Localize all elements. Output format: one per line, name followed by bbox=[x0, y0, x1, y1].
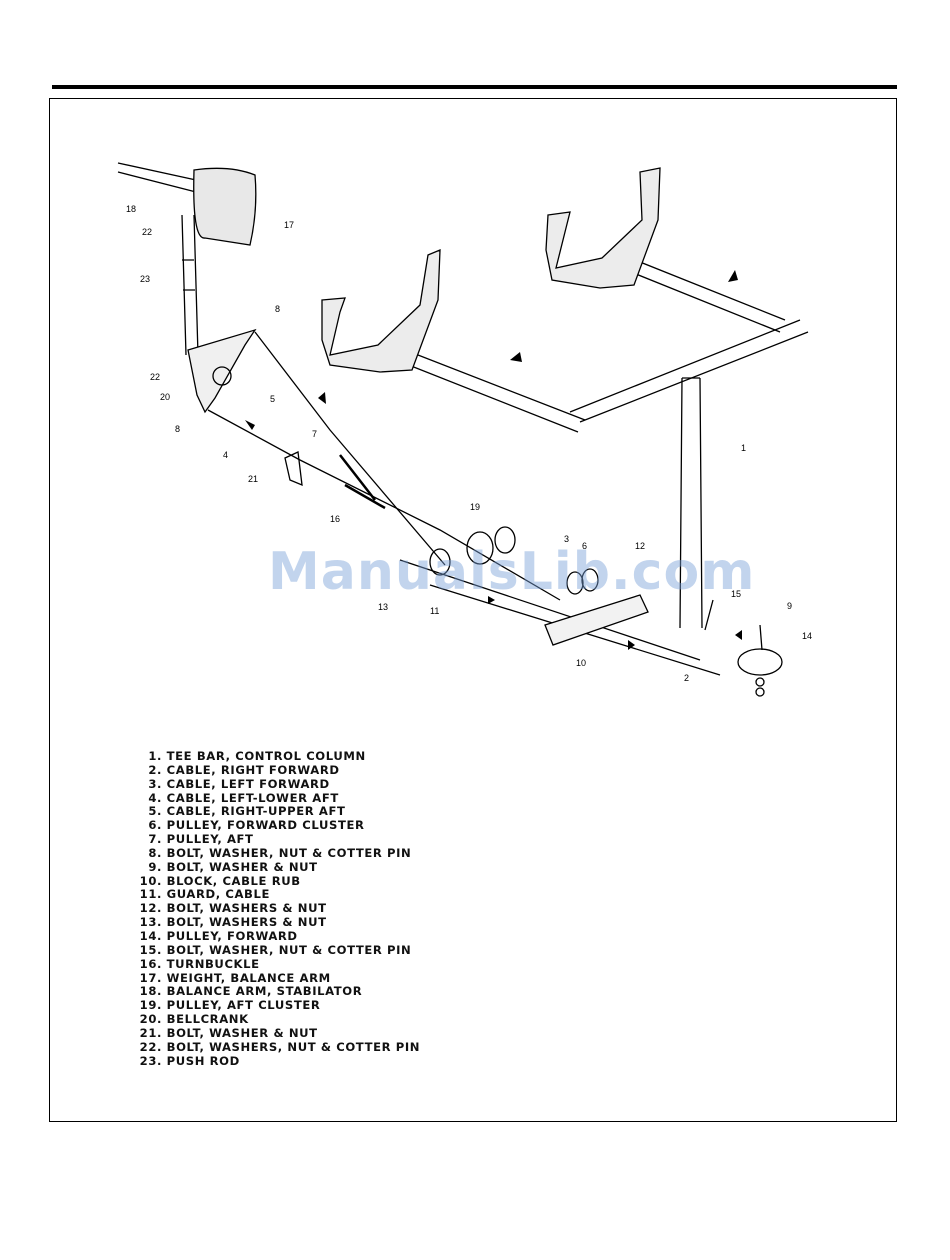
callout-8-bottom: 8 bbox=[175, 424, 180, 434]
parts-legend: 1. TEE BAR, CONTROL COLUMN 2. CABLE, RIG… bbox=[136, 749, 421, 1068]
figure-frame bbox=[49, 98, 897, 1122]
legend-item: 1. TEE BAR, CONTROL COLUMN bbox=[148, 749, 366, 763]
legend-item: 10. BLOCK, CABLE RUB bbox=[139, 873, 301, 888]
legend-item: 2. CABLE, RIGHT FORWARD bbox=[148, 762, 340, 777]
legend-item: 9. BOLT, WASHER & NUT bbox=[148, 859, 318, 874]
callout-3: 3 bbox=[564, 534, 569, 544]
push-rod bbox=[181, 214, 199, 356]
aft-pulley-bracket bbox=[284, 451, 303, 487]
watermark: ManualsLib.com bbox=[268, 542, 756, 602]
legend-item: 12. BOLT, WASHERS & NUT bbox=[139, 901, 327, 916]
balance-arm bbox=[117, 162, 197, 193]
callout-2: 2 bbox=[684, 673, 689, 683]
callout-17: 17 bbox=[284, 220, 294, 230]
legend-item: 3. CABLE, LEFT FORWARD bbox=[148, 776, 330, 791]
right-control-wheel bbox=[545, 167, 661, 289]
legend-item: 11. GUARD, CABLE bbox=[139, 887, 271, 902]
callout-1: 1 bbox=[741, 443, 746, 453]
callout-22-top: 22 bbox=[142, 227, 152, 237]
callout-4: 4 bbox=[223, 450, 228, 460]
callout-16: 16 bbox=[330, 514, 340, 524]
forward-pulley bbox=[737, 648, 783, 676]
callout-22-bottom: 22 bbox=[150, 372, 160, 382]
legend-item: 20. BELLCRANK bbox=[139, 1012, 249, 1027]
legend-item: 5. CABLE, RIGHT-UPPER AFT bbox=[148, 804, 346, 819]
cable-rub-block bbox=[544, 594, 649, 646]
callout-23: 23 bbox=[140, 274, 150, 284]
legend-item: 19. PULLEY, AFT CLUSTER bbox=[139, 998, 321, 1013]
callout-12: 12 bbox=[635, 541, 645, 551]
callout-9: 9 bbox=[787, 601, 792, 611]
callout-13: 13 bbox=[378, 602, 388, 612]
callout-14: 14 bbox=[802, 631, 812, 641]
legend-item: 16. TURNBUCKLE bbox=[139, 956, 260, 971]
legend-item: 7. PULLEY, AFT bbox=[148, 832, 254, 847]
control-system-diagram: 18 17 22 23 8 22 20 5 8 7 4 21 16 19 3 6… bbox=[117, 162, 812, 697]
callout-18: 18 bbox=[126, 204, 136, 214]
callout-6: 6 bbox=[582, 541, 587, 551]
legend-item: 22. BOLT, WASHERS, NUT & COTTER PIN bbox=[139, 1039, 421, 1054]
cable-right-upper-aft bbox=[254, 331, 446, 566]
legend-item: 4. CABLE, LEFT-LOWER AFT bbox=[148, 790, 339, 805]
callout-19: 19 bbox=[470, 502, 480, 512]
legend-item: 17. WEIGHT, BALANCE ARM bbox=[139, 970, 331, 985]
tee-bar bbox=[569, 319, 809, 423]
legend-item: 21. BOLT, WASHER & NUT bbox=[139, 1025, 318, 1040]
legend-item: 8. BOLT, WASHER, NUT & COTTER PIN bbox=[148, 845, 412, 860]
legend-item: 13. BOLT, WASHERS & NUT bbox=[139, 915, 327, 930]
callout-11: 11 bbox=[430, 606, 439, 616]
header-rule bbox=[52, 85, 897, 89]
callout-21: 21 bbox=[248, 474, 258, 484]
callout-15: 15 bbox=[731, 589, 741, 599]
callout-10: 10 bbox=[576, 658, 586, 668]
legend-item: 23. PUSH ROD bbox=[139, 1053, 240, 1068]
left-control-wheel bbox=[321, 249, 441, 373]
callout-7: 7 bbox=[312, 429, 317, 439]
callout-5: 5 bbox=[270, 394, 275, 404]
legend-item: 15. BOLT, WASHER, NUT & COTTER PIN bbox=[139, 942, 412, 957]
legend-item: 6. PULLEY, FORWARD CLUSTER bbox=[148, 818, 365, 833]
legend-item: 18. BALANCE ARM, STABILATOR bbox=[139, 984, 363, 999]
callout-8-top: 8 bbox=[275, 304, 280, 314]
bellcrank bbox=[187, 328, 257, 414]
callout-20: 20 bbox=[160, 392, 170, 402]
legend-item: 14. PULLEY, FORWARD bbox=[139, 928, 298, 943]
balance-weight bbox=[193, 167, 257, 246]
